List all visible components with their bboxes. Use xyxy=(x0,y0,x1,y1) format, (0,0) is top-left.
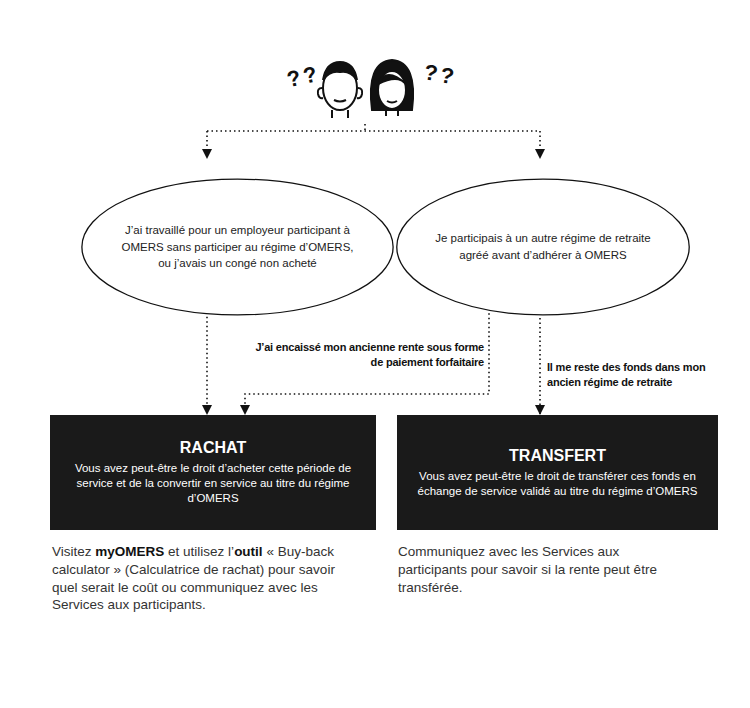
node-text: Vous avez peut-être le droit de transfér… xyxy=(413,469,702,499)
box-heading: TRANSFERT xyxy=(509,447,606,465)
node-text: Je participais à un autre régime de retr… xyxy=(428,230,658,263)
note-paragraph: Visitez myOMERS et utilisez l’outil « Bu… xyxy=(52,543,357,614)
man-head xyxy=(318,62,362,118)
outcome-box: RACHAT Vous avez peut-être le droit d’ach… xyxy=(50,415,376,530)
note-text: et utilisez l’ xyxy=(168,544,234,559)
question-ellipse: J’ai travaillé pour un employeur partici… xyxy=(80,178,395,316)
question-marks: ?? xyxy=(285,61,323,93)
bold-term: myOMERS xyxy=(95,544,164,559)
node-text: Vous avez peut-être le droit d’acheter c… xyxy=(66,461,360,506)
note-paragraph: Communiquez avec les Services aux partic… xyxy=(398,543,673,596)
note-text: Communiquez avec les Services aux partic… xyxy=(398,544,657,595)
edge-label: Il me reste des fonds dans mon ancien ré… xyxy=(547,360,717,390)
node-text: J’ai travaillé pour un employeur partici… xyxy=(118,222,358,272)
note-text: Visitez xyxy=(52,544,92,559)
dotted-connector xyxy=(206,317,208,414)
dotted-connector xyxy=(539,318,541,414)
dotted-connector xyxy=(245,313,489,414)
bold-term: outil xyxy=(234,544,263,559)
box-heading: RACHAT xyxy=(180,439,246,457)
question-marks: ?? xyxy=(422,59,459,90)
question-ellipse: Je participais à un autre régime de retr… xyxy=(395,178,691,316)
outcome-box: TRANSFERT Vous avez peut-être le droit de… xyxy=(397,415,718,530)
ellipse-outline xyxy=(395,178,691,316)
split-line xyxy=(207,124,540,158)
woman-head xyxy=(371,60,413,116)
edge-label: J’ai encaissé mon ancienne rente sous fo… xyxy=(246,340,484,370)
